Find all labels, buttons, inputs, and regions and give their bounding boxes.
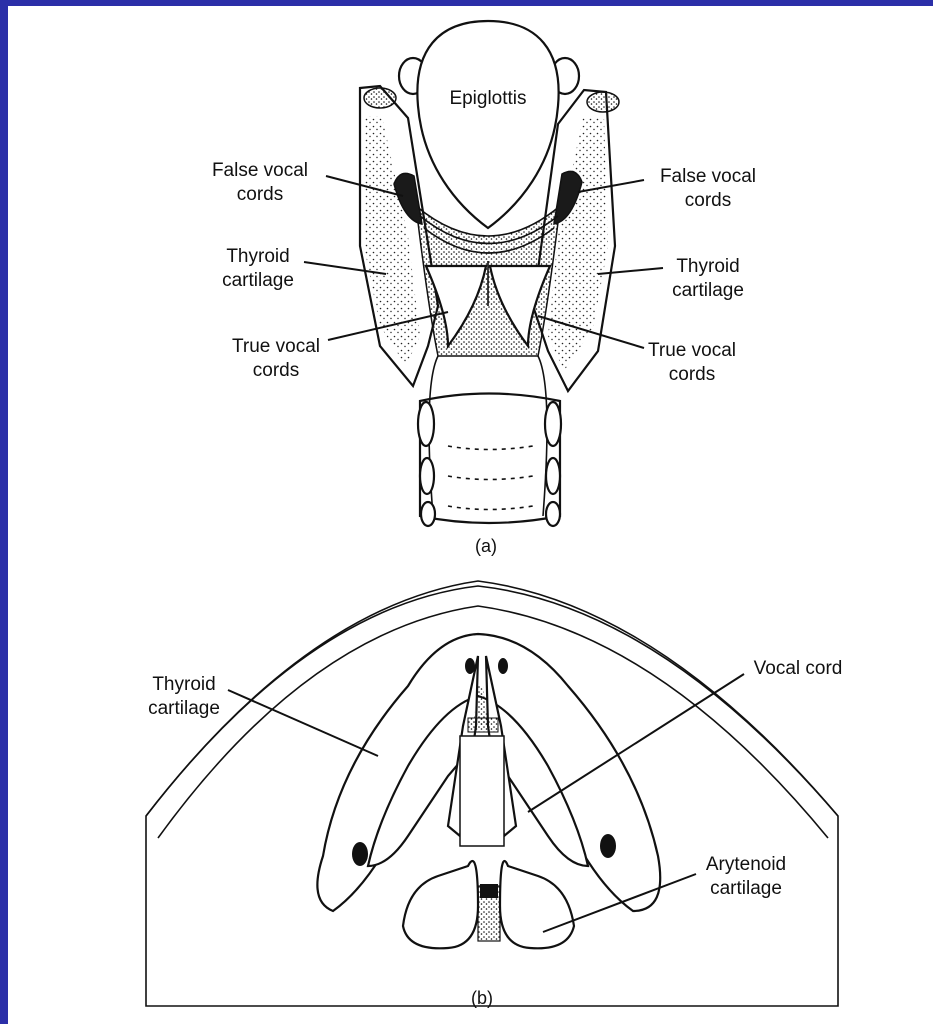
cricoid-dark <box>480 884 498 898</box>
glottis-space <box>460 736 504 846</box>
caption-a: (a) <box>475 536 497 556</box>
label-arytenoid-cartilage-line2: cartilage <box>710 878 782 899</box>
diagram-frame: Epiglottis False vocal cords False vocal… <box>8 6 933 1024</box>
label-thyroid-cartilage-left-line1: Thyroid <box>226 246 289 267</box>
larynx-diagram: Epiglottis False vocal cords False vocal… <box>8 6 933 1024</box>
spot-left <box>352 842 368 866</box>
superior-cornu-right <box>587 92 619 112</box>
label-thyroid-cartilage-b-line1: Thyroid <box>152 674 215 695</box>
figure-a: Epiglottis False vocal cords False vocal… <box>212 21 756 556</box>
label-epiglottis: Epiglottis <box>449 88 526 109</box>
label-false-vocal-cords-right-line2: cords <box>685 190 731 211</box>
figure-b: Thyroid cartilage Vocal cord Arytenoid c… <box>146 581 842 1008</box>
superior-cornu-left <box>364 88 396 108</box>
caption-b: (b) <box>471 988 493 1008</box>
spot-tr <box>498 658 508 674</box>
label-arytenoid-cartilage-line1: Arytenoid <box>706 854 786 875</box>
label-thyroid-cartilage-left-line2: cartilage <box>222 270 294 291</box>
label-false-vocal-cords-left-line1: False vocal <box>212 160 308 181</box>
label-thyroid-cartilage-b-line2: cartilage <box>148 698 220 719</box>
epiglottis-shape <box>417 21 558 228</box>
label-vocal-cord: Vocal cord <box>754 658 843 679</box>
label-false-vocal-cords-right-line1: False vocal <box>660 166 756 187</box>
trachea-outline <box>420 394 560 524</box>
label-true-vocal-cords-left-line1: True vocal <box>232 336 320 357</box>
label-true-vocal-cords-right-line1: True vocal <box>648 340 736 361</box>
label-true-vocal-cords-left-line2: cords <box>253 360 299 381</box>
label-thyroid-cartilage-right-line1: Thyroid <box>676 256 739 277</box>
spot-right <box>600 834 616 858</box>
label-true-vocal-cords-right-line2: cords <box>669 364 715 385</box>
arytenoid-right-shape <box>500 861 574 948</box>
label-thyroid-cartilage-right-line2: cartilage <box>672 280 744 301</box>
label-false-vocal-cords-left-line2: cords <box>237 184 283 205</box>
spot-tl <box>465 658 475 674</box>
arytenoid-left-shape <box>403 861 478 948</box>
glottis-band <box>468 718 498 732</box>
